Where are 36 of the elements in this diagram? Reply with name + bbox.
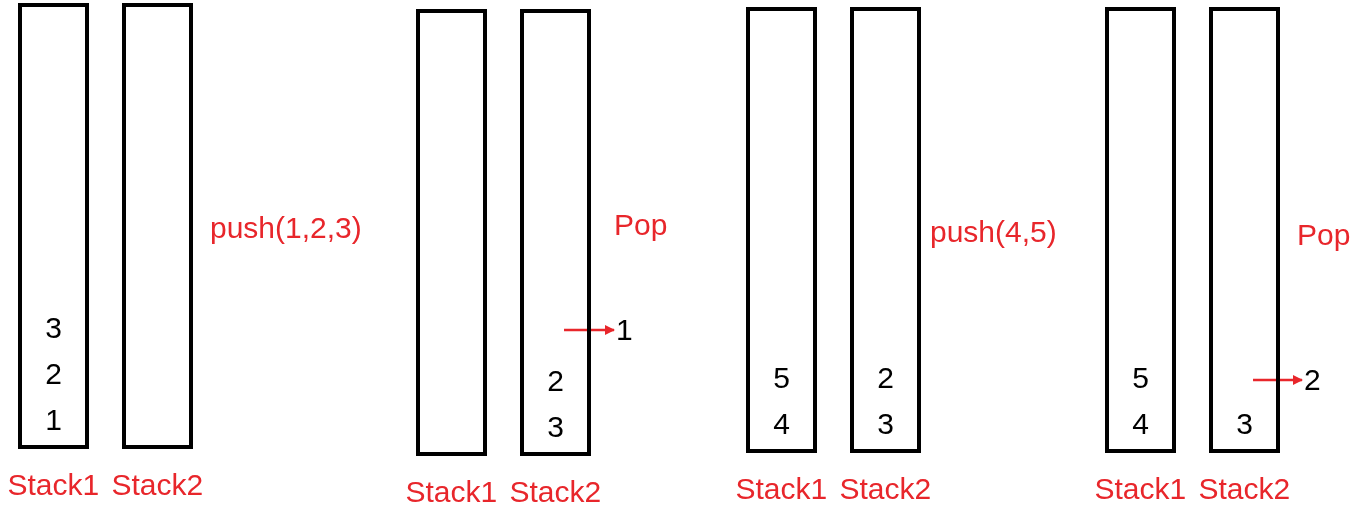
- stack-item: 4: [773, 406, 790, 442]
- arrow: [1253, 375, 1303, 385]
- stack-box: [746, 7, 817, 453]
- stack-item: 2: [45, 356, 62, 392]
- stack-name: Stack1: [7, 467, 100, 503]
- stack-item: 1: [45, 402, 62, 438]
- stack-item: 5: [1132, 360, 1149, 396]
- popped-value: 1: [616, 312, 633, 348]
- stack-box: [850, 7, 921, 453]
- stack-name: Stack2: [1198, 471, 1291, 507]
- stack-name: Stack1: [405, 474, 498, 508]
- popped-value: 2: [1304, 362, 1321, 398]
- stack-box: [122, 3, 193, 449]
- stack-name: Stack1: [1094, 471, 1187, 507]
- stack-item: 3: [45, 310, 62, 346]
- stack-box: [1209, 7, 1280, 453]
- stack-item: 3: [877, 406, 894, 442]
- stack-name: Stack2: [509, 474, 602, 508]
- stack-item: 2: [547, 363, 564, 399]
- stack-item: 3: [1236, 406, 1253, 442]
- stack-item: 4: [1132, 406, 1149, 442]
- stack-item: 2: [877, 360, 894, 396]
- operation-label: Pop: [1297, 217, 1351, 253]
- stack-box: [520, 9, 591, 456]
- stack-name: Stack1: [735, 471, 828, 507]
- stack-box: [416, 9, 487, 456]
- stack-item: 3: [547, 409, 564, 445]
- operation-label: Pop: [614, 207, 668, 243]
- operation-label: push(4,5): [930, 214, 1057, 250]
- operation-label: push(1,2,3): [210, 210, 362, 246]
- stack-box: [1105, 7, 1176, 453]
- stack-name: Stack2: [111, 467, 204, 503]
- stack-box: [18, 3, 89, 449]
- stack-name: Stack2: [839, 471, 932, 507]
- arrow: [564, 325, 615, 335]
- stack-item: 5: [773, 360, 790, 396]
